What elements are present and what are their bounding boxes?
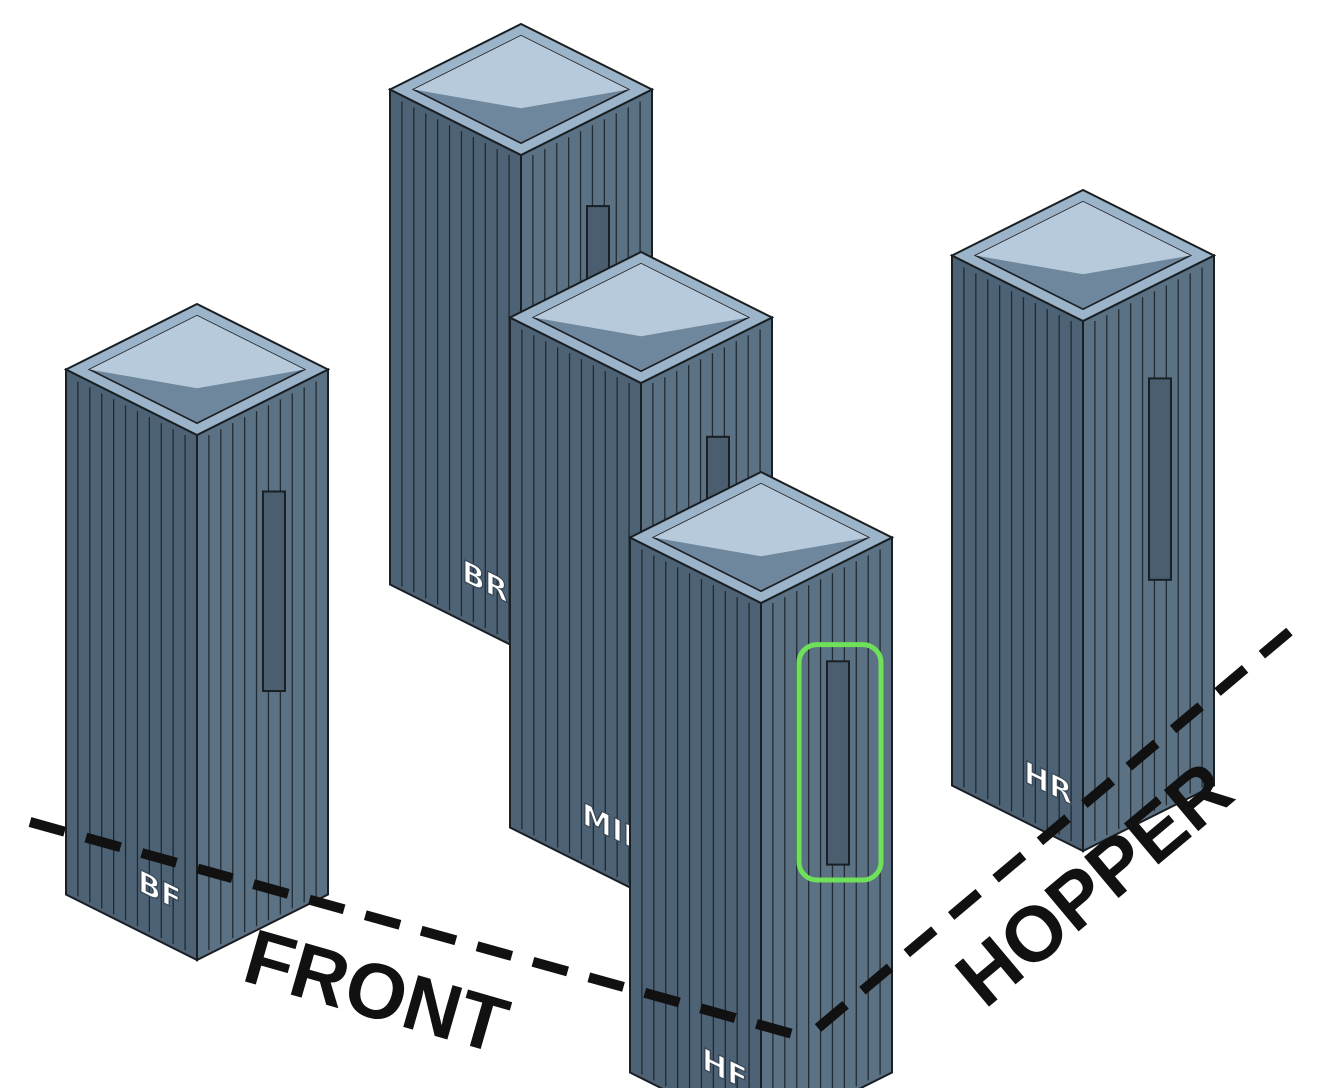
tube-hr-left-face [951, 253, 1084, 853]
tube-bf-ribs [77, 381, 317, 951]
tube-hr: HR [949, 188, 1217, 853]
tube-hr-ribs [963, 267, 1203, 842]
hopper-dashed-line [814, 622, 1300, 1032]
tube-hf: HF [627, 470, 895, 1088]
tube-hf-highlight-box [796, 642, 884, 883]
front-label: FRONT [235, 912, 517, 1071]
tube-mid-inner-wall [533, 263, 749, 337]
tube-bf: BF [63, 302, 331, 962]
tube-hf-slot [825, 660, 850, 866]
tube-mid-left-face [509, 315, 642, 895]
tube-bf-slot [261, 490, 286, 693]
tube-bf-left-face [65, 367, 198, 962]
tube-bf-inner-wall [89, 315, 305, 389]
tube-hr-inner-wall [975, 201, 1191, 275]
tube-hr-slot [1147, 377, 1172, 581]
tube-br-left-face [389, 87, 522, 652]
tube-hf-left-face [629, 535, 762, 1088]
tube-br-inner-wall [413, 35, 629, 109]
tube-hf-inner-wall [653, 483, 869, 557]
front-dashed-line [28, 817, 802, 1041]
